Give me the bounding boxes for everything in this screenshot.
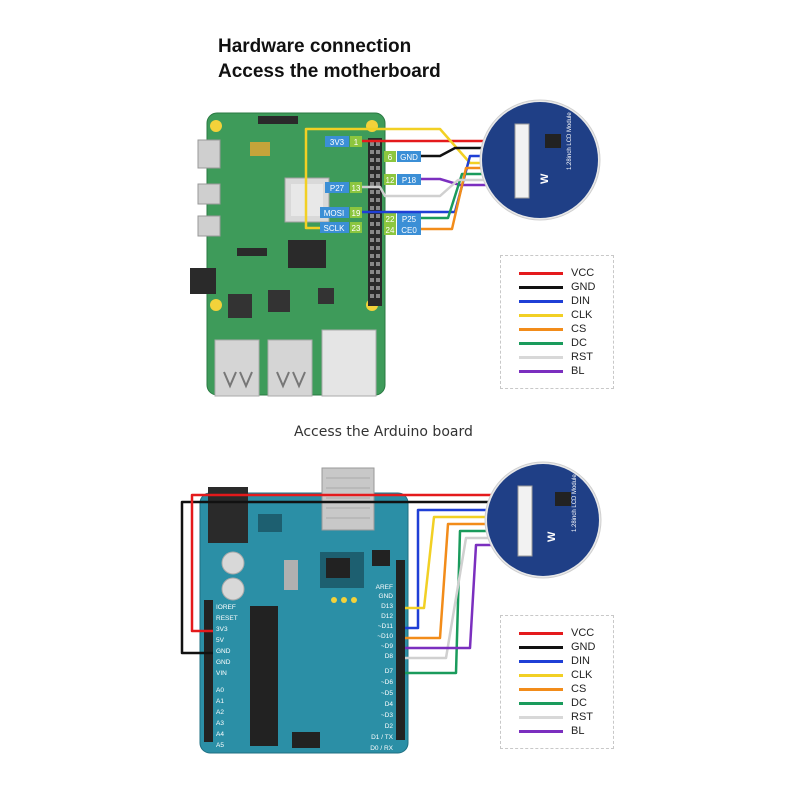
legend-item: BL [519,724,609,738]
legend-item: BL [519,364,609,378]
pin-label: D4 [385,701,394,708]
pin-label: ~D5 [381,690,393,697]
pin-label: RESET [216,615,238,622]
usb-port-icon [321,467,375,531]
pin-label: D7 [385,668,394,675]
pin-label: D8 [385,653,394,660]
pin-number: 19 [352,209,361,218]
lcd-module-bottom: 1.28inch LCD Module W [484,461,602,579]
pin-label: IOREF [216,604,236,611]
legend-item: GND [519,280,609,294]
pin-label: D0 / RX [370,745,393,752]
raspberry-pi-board [190,112,386,397]
wire-legend-bottom: VCC GND DIN CLK CS DC RST BL [500,615,614,749]
mount-hole-icon [210,299,222,311]
pin-number: 13 [352,184,361,193]
pin-label: 5V [216,637,225,644]
pin-number: 22 [386,215,395,224]
pin-label: D2 [385,723,394,730]
pin-label: SCLK [324,224,346,233]
legend-item: CS [519,682,609,696]
arduino-caption: Access the Arduino board [294,424,473,440]
pin-label: A4 [216,731,224,738]
svg-text:W: W [539,173,551,184]
pin-label: P27 [330,184,345,193]
pin-number: 23 [352,224,361,233]
title-line-2: Access the motherboard [218,61,441,82]
pin-label: A5 [216,742,224,749]
pin-label: GND [216,659,231,666]
legend-item: CLK [519,668,609,682]
svg-text:W: W [546,531,558,542]
legend-item: VCC [519,626,609,640]
legend-item: DIN [519,294,609,308]
pin-number: 1 [354,138,359,147]
pin-label: MOSI [324,209,344,218]
mount-hole-icon [210,120,222,132]
pin-label: GND [400,153,418,162]
microcontroller-chip [250,606,278,746]
lcd-connector [514,123,530,199]
rpi-pin-tags-left: 3V3 1 P27 13 MOSI 19 SCLK 23 [320,136,362,233]
pin-label: D1 / TX [371,734,394,741]
lcd-module-label: 1.28inch LCD Module [567,112,573,170]
wire-legend-top: VCC GND DIN CLK CS DC RST BL [500,255,614,389]
pin-label: D12 [381,613,393,620]
pin-label: D13 [381,603,393,610]
legend-item: VCC [519,266,609,280]
pin-number: 12 [386,176,395,185]
legend-item: DC [519,336,609,350]
title-line-1: Hardware connection [218,36,412,57]
pin-number: 6 [388,153,393,162]
pin-label: A2 [216,709,224,716]
pin-number: 24 [386,226,395,235]
pin-label: ~D9 [381,643,393,650]
audio-jack-icon [190,268,216,294]
legend-item: CLK [519,308,609,322]
pin-label: CE0 [401,226,417,235]
legend-item: GND [519,640,609,654]
arduino-pin-labels-left: IOREF RESET 3V3 5V GND GND VIN A0 A1 A2 … [216,604,238,749]
pin-label: ~D10 [377,633,393,640]
pin-label: A0 [216,687,224,694]
pin-label: ~D6 [381,679,393,686]
pin-label: ~D3 [381,712,393,719]
pin-label: P18 [402,176,417,185]
pin-label: GND [379,593,394,600]
rpi-pin-tags-right: 6 GND 12 P18 22 P25 24 CE0 [384,151,421,235]
lcd-module-top: 1.28inch LCD Module W [479,99,601,221]
pin-label: GND [216,648,231,655]
pin-label: ~D11 [378,623,394,630]
arduino-board [199,467,409,754]
arduino-pin-labels-right: AREF GND D13 D12 ~D11 ~D10 ~D9 D8 D7 ~D6… [370,584,393,752]
legend-item: CS [519,322,609,336]
pin-label: A3 [216,720,224,727]
legend-item: DIN [519,654,609,668]
legend-item: RST [519,710,609,724]
pin-label: 3V3 [330,138,345,147]
legend-item: RST [519,350,609,364]
barrel-jack-icon [208,487,248,543]
pin-label: VIN [216,670,227,677]
lcd-module-label: 1.28inch LCD Module [572,474,578,532]
pin-label: A1 [216,698,224,705]
pin-label: 3V3 [216,626,228,633]
legend-item: DC [519,696,609,710]
pin-label: AREF [376,584,393,591]
pin-label: P25 [402,215,417,224]
